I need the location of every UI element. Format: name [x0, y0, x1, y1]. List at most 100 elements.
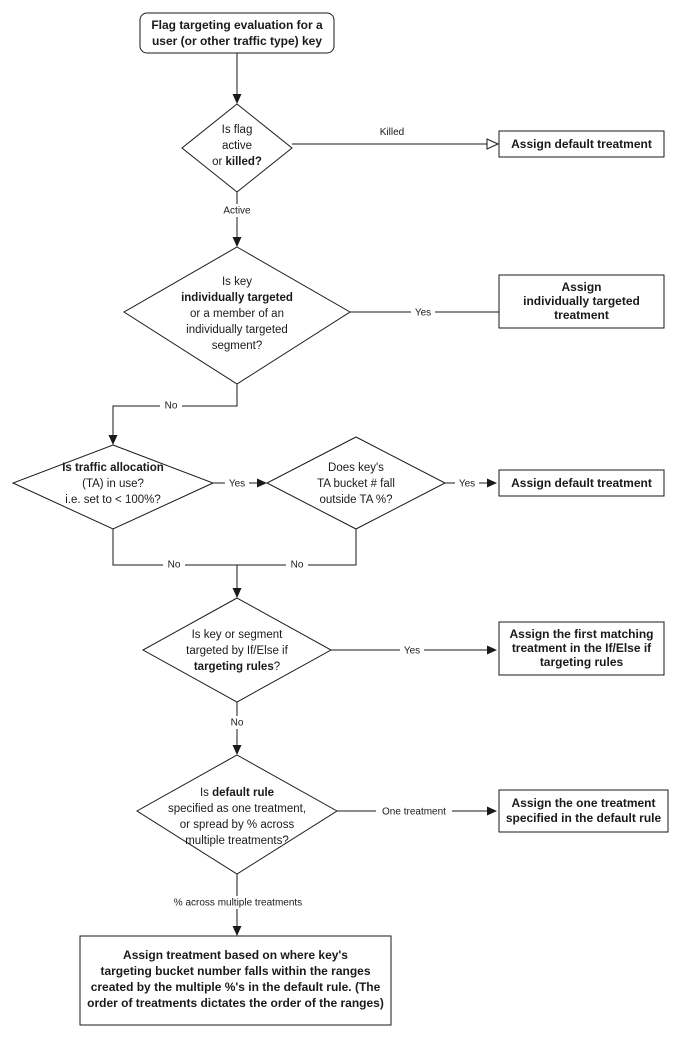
outcome-default-treatment-ta-shape[interactable] [498, 469, 665, 497]
arrowhead-no-if-else [232, 745, 242, 755]
edge-no-ta-in-use [112, 529, 237, 566]
label-bg-killed [374, 125, 410, 138]
decision-if-else-line-3: targeting rules? [194, 661, 280, 673]
outcome-one-treatment-line-2: specified in the default rule [506, 811, 662, 825]
label-bg-active [218, 204, 256, 217]
outcome-first-matching-line-2: treatment in the If/Else if [512, 641, 652, 655]
outcome-individually-targeted-line-1: Assign [561, 280, 601, 294]
outcome-first-matching-shape[interactable] [498, 621, 665, 676]
label-bg-no-ta-bucket [286, 558, 308, 571]
outcome-default-treatment-killed-shape[interactable] [498, 130, 665, 158]
decision-ta-bucket-line-3: outside TA %? [319, 494, 392, 506]
decision-traffic-allocation-shape[interactable] [11, 444, 215, 530]
edge-label-yes-individually-targeted: Yes [415, 308, 431, 319]
edge-label-no-ta-bucket-outside: No [291, 560, 304, 571]
outcome-individually-targeted-line-2: individually targeted [523, 294, 640, 308]
edge-label-no-ta-in-use: No [168, 560, 181, 571]
outcome-bucket-range-line-3: created by the multiple %'s in the defau… [91, 980, 381, 994]
decision-individually-targeted-line-4: individually targeted [186, 324, 288, 336]
label-bg-one-treatment [376, 805, 452, 818]
outcome-first-matching-line-1: Assign the first matching [509, 627, 653, 641]
arrowhead-no-individually-targeted [108, 435, 118, 445]
edge-label-percent-across-multiple: % across multiple treatments [174, 898, 302, 909]
label-bg-no-ta-in-use [163, 558, 185, 571]
label-bg-yes-ta-in-use [225, 477, 249, 490]
node-decision-if-else-targeting-rules[interactable]: Is key or segment targeted by If/Else if… [141, 597, 333, 703]
label-bg-percent-across [157, 896, 320, 909]
node-start[interactable]: Flag targeting evaluation for a user (or… [139, 12, 335, 54]
start-node-line-1: Flag targeting evaluation for a [151, 18, 323, 32]
decision-default-rule-shape[interactable] [136, 754, 338, 875]
node-decision-individually-targeted[interactable]: Is key individually targeted or a member… [123, 246, 351, 385]
node-decision-ta-bucket-outside[interactable]: Does key's TA bucket # fall outside TA %… [265, 436, 447, 530]
arrowhead-yes-ta-in-use [257, 478, 267, 488]
edge-label-killed: Killed [380, 127, 404, 138]
node-decision-flag-active-or-killed[interactable]: Is flag active or killed? [181, 103, 293, 193]
arrowhead-active [232, 237, 242, 247]
decision-traffic-allocation-line-2: (TA) in use? [82, 478, 144, 490]
node-outcome-assign-one-treatment-default-rule[interactable]: Assign the one treatment specified in th… [498, 789, 669, 833]
start-node-line-2: user (or other traffic type) key [152, 34, 322, 48]
decision-ta-bucket-line-2: TA bucket # fall [317, 478, 395, 490]
outcome-default-treatment-ta-line-1: Assign default treatment [511, 476, 652, 490]
arrowhead-killed-open [486, 138, 500, 150]
decision-individually-targeted-shape[interactable] [123, 246, 351, 385]
label-bg-no-individually [160, 399, 182, 412]
node-decision-traffic-allocation-in-use[interactable]: Is traffic allocation (TA) in use? i.e. … [11, 444, 215, 530]
decision-default-rule-line-2: specified as one treatment, [168, 803, 306, 815]
edge-label-active: Active [223, 206, 251, 217]
arrowhead-start-to-flag-active [232, 94, 242, 104]
decision-individually-targeted-line-1: Is key [222, 276, 252, 288]
arrowhead-merge-to-if-else [232, 588, 242, 598]
node-outcome-assign-first-matching-treatment[interactable]: Assign the first matching treatment in t… [498, 621, 665, 676]
label-bg-yes-individually [411, 306, 435, 319]
edge-label-no-individually-targeted: No [165, 401, 178, 412]
decision-flag-active-line-2: active [222, 140, 252, 152]
outcome-individually-targeted-shape[interactable] [498, 274, 665, 329]
decision-ta-bucket-outside-shape[interactable] [265, 436, 447, 530]
node-outcome-assign-default-treatment-ta[interactable]: Assign default treatment [498, 469, 665, 497]
outcome-one-treatment-line-1: Assign the one treatment [511, 796, 655, 810]
arrowhead-percent-across-multiple [232, 926, 242, 936]
arrowhead-yes-ta-bucket-outside [487, 478, 497, 488]
edge-label-yes-if-else: Yes [404, 646, 420, 657]
decision-individually-targeted-line-3: or a member of an [190, 308, 284, 320]
decision-if-else-line-1: Is key or segment [192, 629, 284, 641]
decision-flag-active-shape[interactable] [181, 103, 293, 193]
edge-no-ta-bucket-outside [237, 529, 357, 566]
outcome-bucket-range-line-4: order of treatments dictates the order o… [87, 996, 384, 1010]
edge-label-layer: Killed Active Yes No Yes Yes No No Yes N… [157, 125, 479, 909]
node-outcome-assign-individually-targeted-treatment[interactable]: Assign individually targeted treatment [498, 274, 665, 329]
outcome-first-matching-line-3: targeting rules [540, 655, 624, 669]
outcome-default-treatment-killed-line-1: Assign default treatment [511, 137, 652, 151]
start-node-shape[interactable] [139, 12, 335, 54]
edge-label-no-if-else: No [231, 718, 244, 729]
decision-default-rule-line-1: Is default rule [200, 787, 274, 799]
outcome-bucket-range-line-2: targeting bucket number falls within the… [100, 964, 370, 978]
decision-individually-targeted-line-5: segment? [212, 340, 263, 352]
decision-if-else-line-2: targeted by If/Else if [186, 645, 288, 657]
label-bg-yes-if-else [400, 644, 424, 657]
edge-label-one-treatment: One treatment [382, 807, 446, 818]
outcome-bucket-range-shape[interactable] [79, 935, 392, 1026]
edge-label-yes-ta-in-use: Yes [229, 479, 245, 490]
arrowhead-yes-if-else [487, 645, 497, 655]
decision-individually-targeted-line-2: individually targeted [181, 292, 293, 304]
outcome-individually-targeted-line-3: treatment [554, 308, 609, 322]
edge-label-yes-ta-bucket-outside: Yes [459, 479, 475, 490]
node-outcome-assign-treatment-by-bucket-range[interactable]: Assign treatment based on where key's ta… [79, 935, 392, 1026]
decision-default-rule-line-3: or spread by % across [180, 819, 295, 831]
decision-flag-active-line-3: or killed? [212, 156, 262, 168]
arrowhead-one-treatment [487, 806, 497, 816]
decision-traffic-allocation-line-3: i.e. set to < 100%? [65, 494, 161, 506]
node-decision-default-rule-spec[interactable]: Is default rule specified as one treatme… [136, 754, 338, 875]
label-bg-no-if-else [226, 716, 248, 729]
decision-ta-bucket-line-1: Does key's [328, 462, 384, 474]
label-bg-yes-ta-bucket [455, 477, 479, 490]
outcome-bucket-range-line-1: Assign treatment based on where key's [123, 948, 348, 962]
node-outcome-assign-default-treatment-killed[interactable]: Assign default treatment [498, 130, 665, 158]
outcome-one-treatment-shape[interactable] [498, 789, 669, 833]
decision-if-else-shape[interactable] [141, 597, 333, 703]
